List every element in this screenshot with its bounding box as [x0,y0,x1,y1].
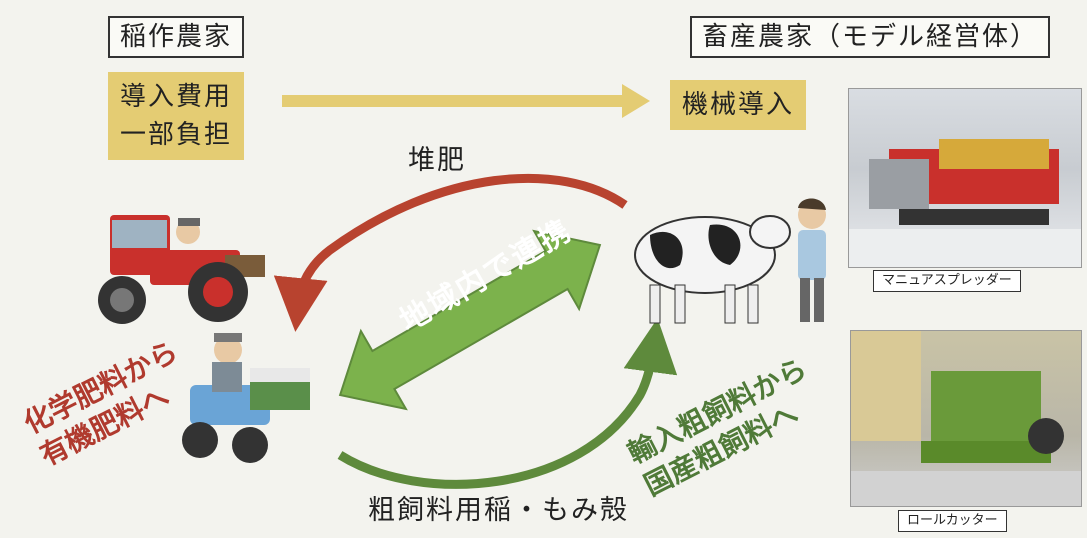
roll-cutter-photo [850,330,1082,507]
feed-rice-label: 粗飼料用稲・もみ殻 [368,495,629,526]
rice-farmer-title: 稲作農家 [108,16,245,58]
cost-flow-arrow [282,84,650,118]
cow-illustration [634,215,791,324]
cooperation-double-arrow [338,229,602,411]
cost-share-box: 導入費用 一部負担 [108,72,245,160]
feed-arrow [337,318,678,489]
compost-arrow [273,173,628,332]
cost-share-line-2: 一部負担 [120,120,233,150]
tractor-illustration [98,215,265,324]
compost-label: 堆肥 [408,145,466,176]
manure-spreader-caption: マニュアスプレッダー [873,270,1021,292]
machine-introduction-box: 機械導入 [670,80,807,130]
rice-planter-illustration [182,333,310,463]
manure-spreader-photo [848,88,1082,268]
farmer-illustration [798,198,826,322]
cost-share-line-1: 導入費用 [120,82,233,112]
roll-cutter-caption: ロールカッター [898,510,1007,532]
livestock-farmer-title: 畜産農家（モデル経営体） [690,16,1051,58]
